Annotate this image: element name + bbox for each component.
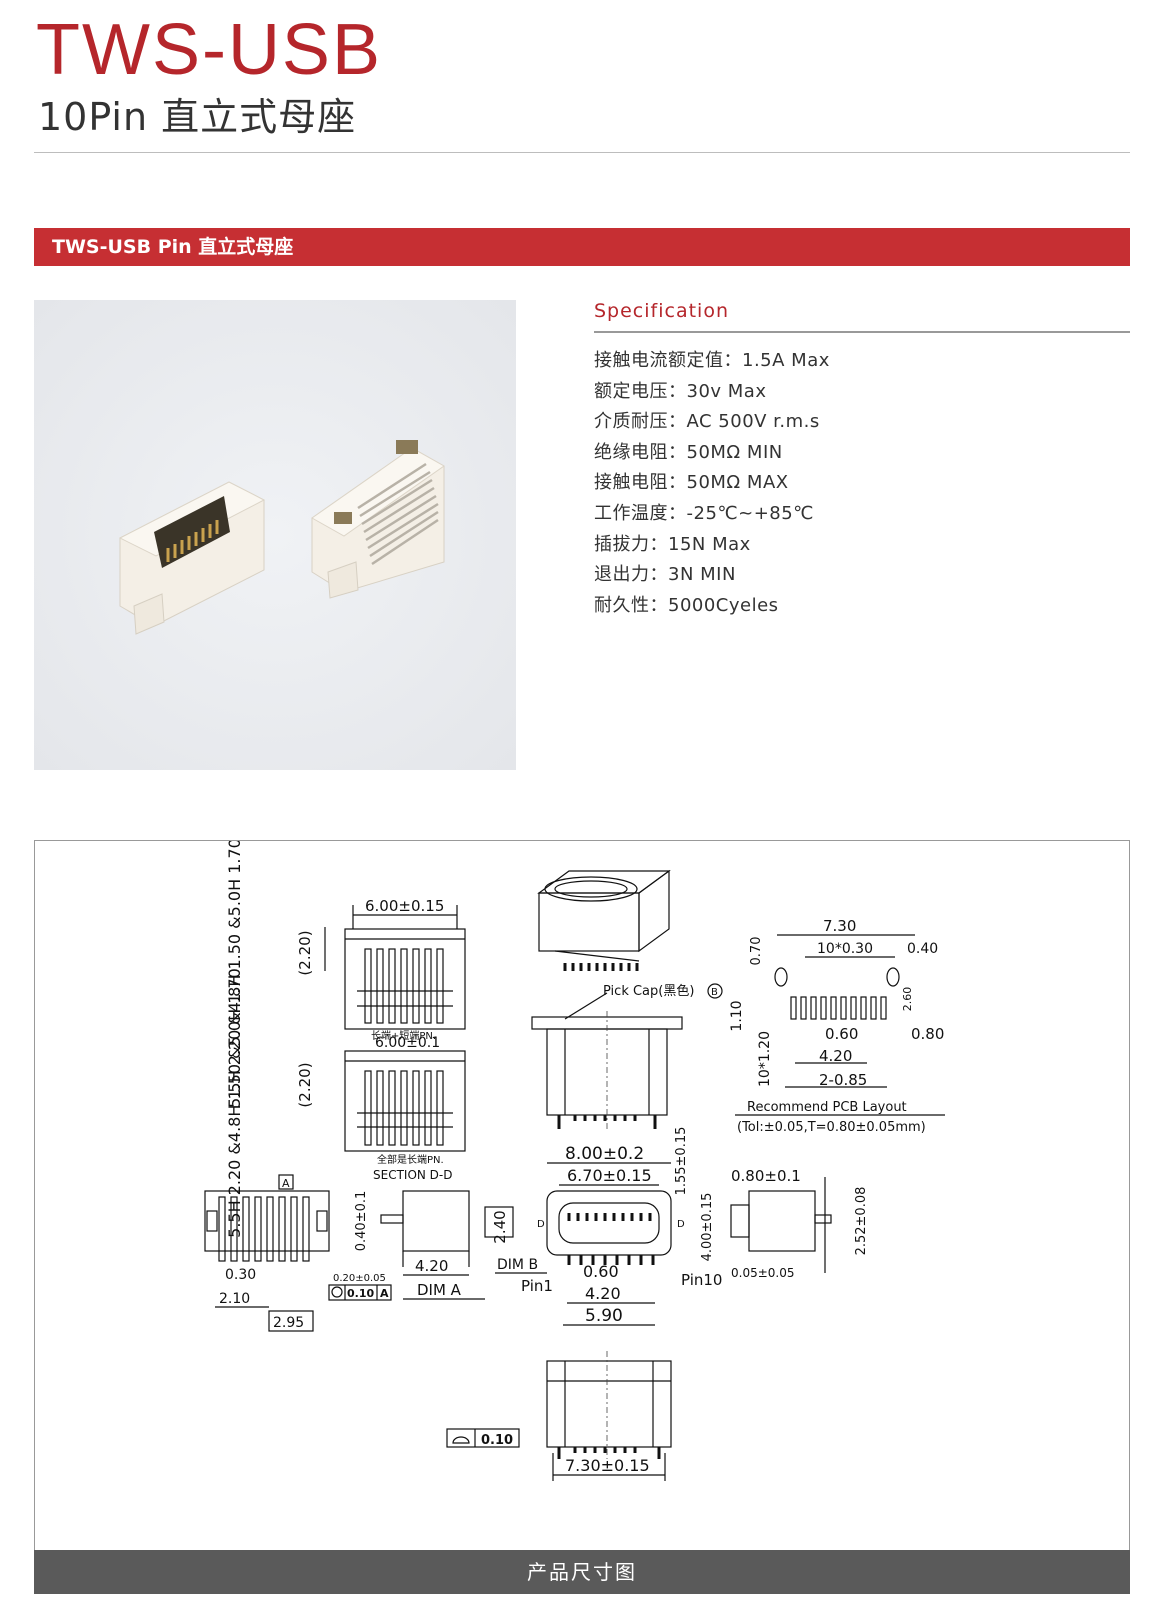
pick-cap-label: Pick Cap(黑色) — [603, 983, 694, 999]
bl-fcf-datum: A — [380, 1287, 389, 1300]
pcb-10x120: 10*1.20 — [757, 1031, 773, 1087]
product-photo — [34, 300, 516, 770]
fv-420: 4.20 — [585, 1284, 621, 1303]
pin1-label: Pin1 — [521, 1277, 553, 1295]
connector-photo-illustration — [118, 440, 445, 635]
section-bottom-heights: 5.5H 2.20 &4.8H 1.50 &5.0H 1.70 — [225, 968, 244, 1238]
side-view-right: 0.80±0.1 2.52±0.08 0.05±0.05 — [730, 1167, 869, 1280]
fv-155: 1.55±0.15 — [674, 1127, 689, 1196]
spec-item: 工作温度：-25℃~+85℃ — [594, 502, 814, 524]
section-bottom-bracket: (2.20) — [296, 1062, 314, 1107]
pcb-tolerance: (Tol:±0.05,T=0.80±0.05mm) — [737, 1120, 926, 1135]
pcb-caption: Recommend PCB Layout — [747, 1100, 907, 1115]
page-title: TWS-USB — [36, 10, 382, 90]
spec-heading: Specification — [594, 300, 729, 322]
side-view-pick-cap: Pick Cap(黑色) B — [531, 983, 723, 1131]
section-view-bottom: 6.00±0.1 5.5H 2.20 &4.8H 1.50 &5.0H 1.70… — [225, 968, 466, 1238]
lf-flat-val: 0.10 — [481, 1433, 513, 1448]
sl-040: 0.40±0.1 — [354, 1191, 369, 1252]
spec-item: 耐久性：5000Cyeles — [594, 594, 779, 616]
fv-670: 6.70±0.15 — [567, 1166, 652, 1185]
sl-420: 4.20 — [415, 1257, 448, 1275]
header-divider — [34, 152, 1130, 153]
spec-item: 插拔力：15N Max — [594, 533, 751, 555]
side-view-left: 0.40±0.1 2.40 4.20 DIM A DIM B — [354, 1190, 547, 1300]
pcb-040: 0.40 — [907, 941, 938, 957]
section-bottom-width-dim: 6.00±0.1 — [375, 1035, 440, 1051]
page-subtitle: 10Pin 直立式母座 — [38, 95, 357, 139]
pcb-110: 1.10 — [729, 1000, 745, 1031]
datum-a: A — [282, 1177, 290, 1190]
bl-fcf-val: 0.10 — [347, 1287, 374, 1300]
iso-view — [537, 869, 671, 971]
spec-item: 接触电阻：50MΩ MAX — [594, 472, 789, 494]
fv-400: 4.00±0.15 — [700, 1193, 715, 1262]
fv-060: 0.60 — [583, 1262, 619, 1281]
section-bottom-note: 全部是长端PN. — [377, 1153, 444, 1166]
spec-item: 介质耐压：AC 500V r.m.s — [594, 411, 820, 433]
section-top-heights: 5.5H 2.20 &4.8H 1.50 &5.0H 1.70 — [225, 841, 244, 1108]
pin10-label: Pin10 — [681, 1271, 722, 1289]
bottom-left-view: A 0.30 2.10 2.95 0.20±0.05 0.10 A — [204, 1174, 392, 1332]
sr-005: 0.05±0.05 — [731, 1266, 795, 1280]
pcb-060: 0.60 — [825, 1025, 858, 1043]
spec-item: 退出力：3N MIN — [594, 564, 736, 586]
spec-item: 绝缘电阻：50MΩ MIN — [594, 441, 783, 463]
lower-front-view: 0.10 7.30±0.15 — [446, 1351, 672, 1481]
drawing-caption: 产品尺寸图 — [34, 1550, 1130, 1594]
section-top-bracket: (2.20) — [296, 930, 314, 975]
bl-210: 2.10 — [219, 1291, 250, 1307]
fv-d-left: D — [537, 1219, 545, 1230]
fv-590: 5.90 — [585, 1306, 623, 1326]
front-view: 8.00±0.2 6.70±0.15 1.55±0.15 D D 4.00±0.… — [521, 1127, 722, 1326]
sr-080: 0.80±0.1 — [731, 1167, 801, 1185]
connector-left-image — [118, 481, 266, 635]
fv-800: 8.00±0.2 — [565, 1144, 644, 1164]
section-dd-label: SECTION D-D — [373, 1168, 453, 1182]
pcb-layout: 7.30 10*0.30 0.40 0.70 2.60 1.10 0.60 0.… — [729, 917, 945, 1135]
pcb-730: 7.30 — [823, 917, 856, 935]
section-top-width-dim: 6.00±0.15 — [365, 897, 444, 915]
bl-tol: 0.20±0.05 — [333, 1273, 386, 1284]
section-top-note: 长端+短端PN. — [371, 1029, 436, 1042]
pcb-10x030: 10*0.30 — [817, 941, 873, 957]
spec-divider — [594, 331, 1130, 333]
dimension-drawing: 6.00±0.15 5.5H 2.20 &4.8H 1.50 &5.0H 1.7… — [34, 840, 1130, 1594]
fv-d-right: D — [677, 1219, 685, 1230]
sr-252: 2.52±0.08 — [854, 1187, 869, 1256]
connector-right-image — [311, 440, 445, 599]
bl-030: 0.30 — [225, 1267, 256, 1283]
pcb-2x085: 2-0.85 — [819, 1071, 867, 1089]
lf-730: 7.30±0.15 — [565, 1456, 650, 1475]
pcb-070: 0.70 — [749, 937, 764, 966]
pcb-260: 2.60 — [901, 987, 914, 1012]
section-band: TWS-USB Pin 直立式母座 — [34, 228, 1130, 266]
dimension-drawing-svg: 6.00±0.15 5.5H 2.20 &4.8H 1.50 &5.0H 1.7… — [204, 841, 945, 1481]
section-view-top: 6.00±0.15 5.5H 2.20 &4.8H 1.50 &5.0H 1.7… — [225, 841, 466, 1108]
pcb-080: 0.80 — [911, 1025, 944, 1043]
spec-item: 接触电流额定值：1.5A Max — [594, 350, 830, 371]
spec-item: 额定电压：30v Max — [594, 380, 767, 402]
bl-295: 2.95 — [273, 1315, 304, 1331]
pick-cap-mark: B — [711, 987, 718, 998]
dim-a: DIM A — [417, 1281, 462, 1299]
sl-240: 2.40 — [491, 1210, 509, 1243]
pcb-420: 4.20 — [819, 1047, 852, 1065]
dim-b: DIM B — [497, 1257, 538, 1273]
spec-list: 接触电流额定值：1.5A Max 额定电压：30v Max 介质耐压：AC 50… — [594, 346, 830, 621]
